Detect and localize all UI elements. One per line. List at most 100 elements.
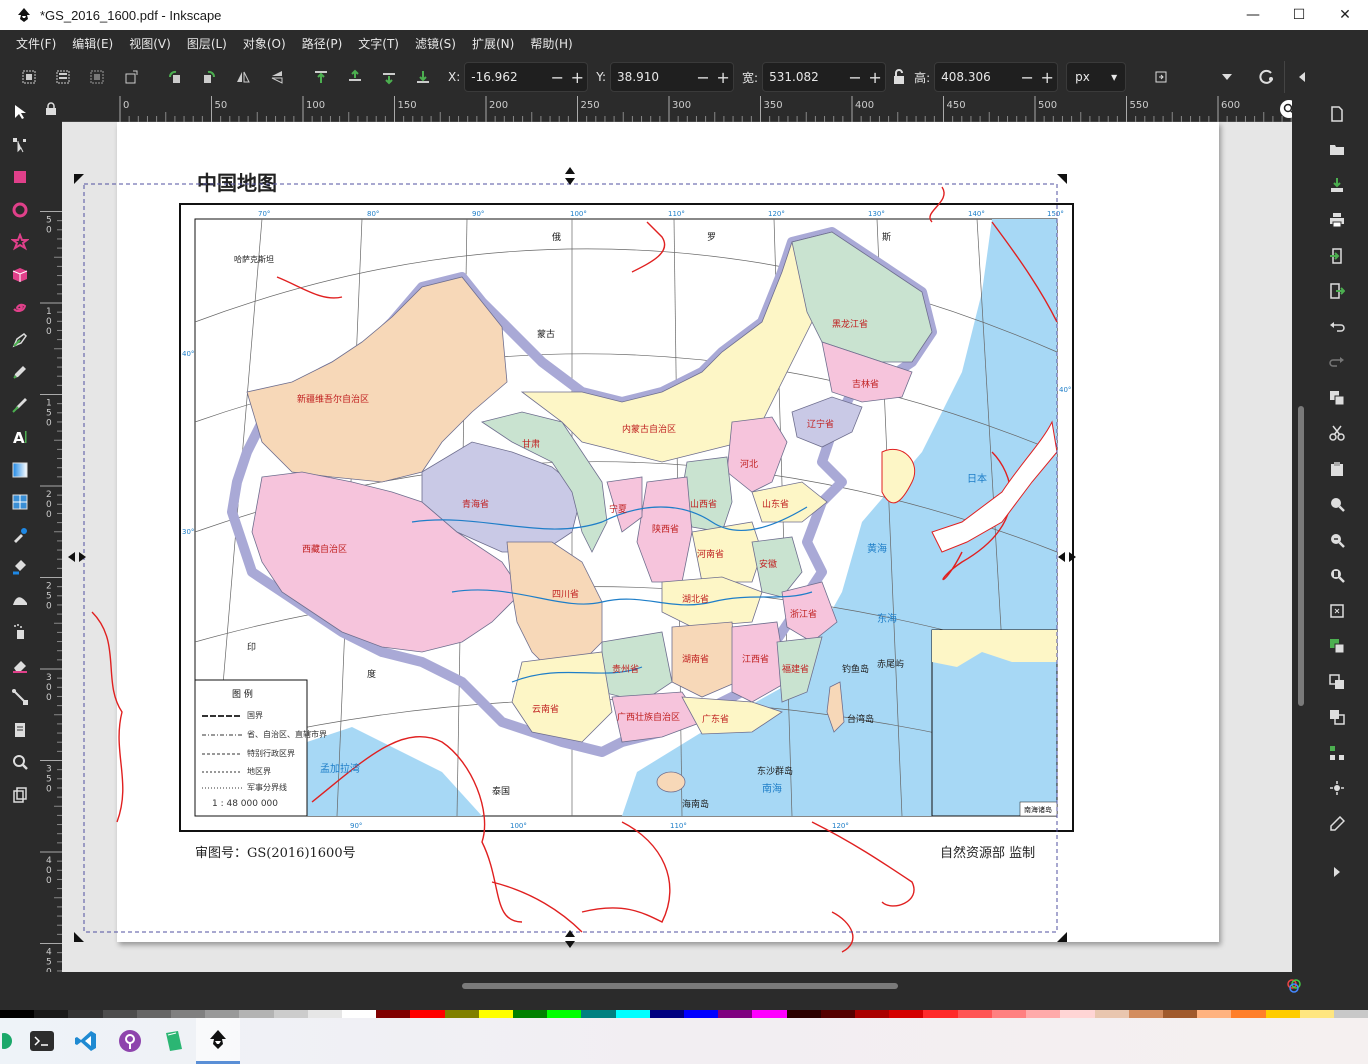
zoom-fit-icon[interactable] [1312, 593, 1362, 629]
y-input[interactable] [611, 63, 694, 91]
swatch-36[interactable] [1197, 1010, 1232, 1018]
swatch-20[interactable] [649, 1010, 685, 1018]
swatch-38[interactable] [1265, 1010, 1300, 1018]
maximize-button[interactable]: ☐ [1292, 7, 1306, 23]
swatch-24[interactable] [786, 1010, 821, 1018]
handle-right[interactable] [1058, 552, 1076, 562]
swatch-39[interactable] [1299, 1010, 1334, 1018]
close-button[interactable]: ✕ [1339, 7, 1351, 23]
vertical-scrollbar[interactable] [1292, 96, 1312, 972]
swatch-5[interactable] [136, 1010, 172, 1018]
swatch-8[interactable] [239, 1010, 274, 1018]
swatch-10[interactable] [307, 1010, 343, 1018]
mesh-tool-icon[interactable] [0, 486, 40, 519]
undo-icon[interactable] [1312, 309, 1362, 345]
ungroup-icon[interactable] [1312, 771, 1362, 807]
menu-extensions[interactable]: 扩展(N) [471, 37, 515, 51]
rotate-ccw-icon[interactable] [158, 61, 192, 93]
swatch-37[interactable] [1231, 1010, 1266, 1018]
save-icon[interactable] [1312, 167, 1362, 203]
pen-tool-icon[interactable] [0, 324, 40, 357]
new-document-icon[interactable] [1312, 96, 1362, 132]
group-icon[interactable] [1312, 735, 1362, 771]
menu-edit[interactable]: 编辑(E) [72, 37, 114, 51]
width-increment-button[interactable]: + [868, 67, 882, 87]
color-palette[interactable] [0, 1010, 1368, 1018]
lock-ratio-icon[interactable] [886, 61, 912, 93]
deselect-icon[interactable] [80, 61, 114, 93]
notes-app-icon[interactable] [152, 1018, 196, 1064]
text-tool-icon[interactable]: A [0, 421, 40, 454]
lower-icon[interactable] [372, 61, 406, 93]
open-folder-icon[interactable] [1312, 132, 1362, 168]
width-input[interactable] [763, 63, 846, 91]
raise-icon[interactable] [338, 61, 372, 93]
copy-icon[interactable] [1312, 380, 1362, 416]
widgets-icon[interactable] [0, 1018, 20, 1064]
swatch-6[interactable] [171, 1010, 206, 1018]
width-decrement-button[interactable]: − [848, 67, 862, 87]
unit-select[interactable]: px ▾ [1066, 62, 1127, 92]
height-decrement-button[interactable]: − [1020, 67, 1034, 87]
print-icon[interactable] [1312, 203, 1362, 239]
swatch-12[interactable] [376, 1010, 411, 1018]
swatch-22[interactable] [718, 1010, 753, 1018]
swatch-1[interactable] [0, 1010, 35, 1018]
menu-path[interactable]: 路径(P) [301, 37, 343, 51]
gradient-tool-icon[interactable] [0, 454, 40, 487]
cut-icon[interactable] [1312, 416, 1362, 452]
podcast-app-icon[interactable] [108, 1018, 152, 1064]
selector-tool-icon[interactable] [0, 96, 40, 129]
unlink-clone-icon[interactable] [1312, 700, 1362, 736]
terminal-icon[interactable] [20, 1018, 64, 1064]
zoom-selection-icon[interactable] [1312, 487, 1362, 523]
import-icon[interactable] [1312, 238, 1362, 274]
inkscape-taskbar-icon[interactable] [196, 1018, 240, 1064]
star-tool-icon[interactable] [0, 226, 40, 259]
swatch-13[interactable] [410, 1010, 445, 1018]
xml-editor-icon[interactable] [1312, 806, 1362, 842]
menu-help[interactable]: 帮助(H) [530, 37, 573, 51]
swatch-7[interactable] [205, 1010, 240, 1018]
swatch-35[interactable] [1162, 1010, 1198, 1018]
height-increment-button[interactable]: + [1040, 67, 1054, 87]
menu-layer[interactable]: 图层(L) [186, 37, 227, 51]
ruler-corner-lock-icon[interactable] [40, 96, 62, 122]
handle-top-right[interactable] [1057, 174, 1067, 184]
y-increment-button[interactable]: + [716, 67, 730, 87]
pencil-tool-icon[interactable] [0, 356, 40, 389]
menu-file[interactable]: 文件(F) [16, 37, 57, 51]
flip-vertical-icon[interactable] [260, 61, 294, 93]
transform-affect-icon[interactable] [1144, 61, 1178, 93]
flip-horizontal-icon[interactable] [226, 61, 260, 93]
rectangle-tool-icon[interactable] [0, 161, 40, 194]
menu-object[interactable]: 对象(O) [242, 37, 286, 51]
duplicate-icon[interactable] [1312, 629, 1362, 665]
swatch-15[interactable] [478, 1010, 514, 1018]
swatch-26[interactable] [855, 1010, 890, 1018]
overflow-chevron-icon[interactable] [1210, 61, 1244, 93]
redo-icon[interactable] [1312, 345, 1362, 381]
height-input[interactable] [935, 63, 1018, 91]
zoom-tool-icon[interactable] [0, 746, 40, 779]
handle-top-left[interactable] [74, 174, 84, 184]
handle-left[interactable] [68, 552, 86, 562]
swatch-31[interactable] [1026, 1010, 1061, 1018]
handle-top[interactable] [565, 167, 575, 185]
swatch-9[interactable] [273, 1010, 308, 1018]
swatch-14[interactable] [444, 1010, 479, 1018]
handle-bottom-right[interactable] [1057, 932, 1067, 942]
menu-text[interactable]: 文字(T) [358, 37, 399, 51]
x-decrement-button[interactable]: − [550, 67, 564, 87]
swatch-40[interactable] [1333, 1010, 1368, 1018]
canvas[interactable]: 中国地图 [62, 122, 1292, 972]
calligraphy-tool-icon[interactable] [0, 389, 40, 422]
snap-toggle-icon[interactable] [1250, 61, 1284, 93]
swatch-33[interactable] [1094, 1010, 1129, 1018]
touch-select-icon[interactable] [114, 61, 148, 93]
menu-view[interactable]: 视图(V) [129, 37, 171, 51]
zoom-drawing-icon[interactable] [1312, 522, 1362, 558]
swatch-2[interactable] [34, 1010, 69, 1018]
3d-box-tool-icon[interactable] [0, 259, 40, 292]
expand-commands-icon[interactable] [1312, 842, 1362, 902]
